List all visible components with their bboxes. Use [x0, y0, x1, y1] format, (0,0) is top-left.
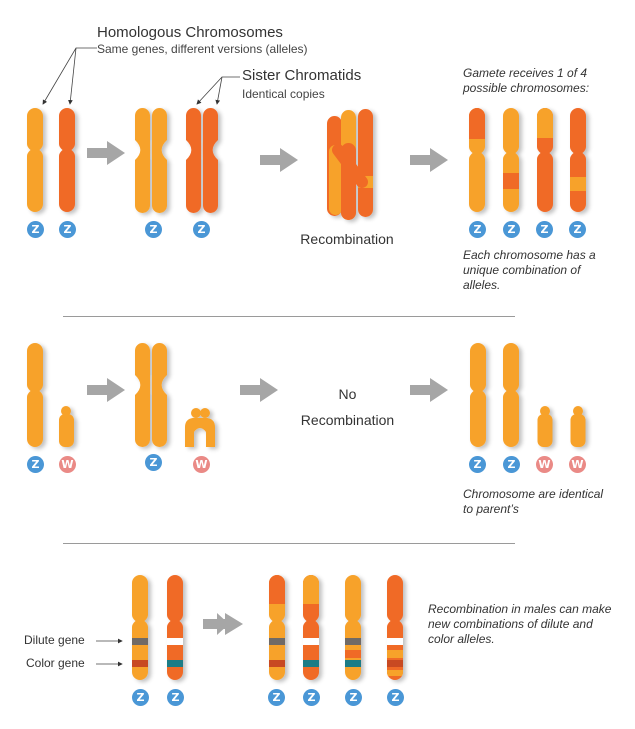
z-badge: Z — [167, 689, 184, 706]
arrow-right-icon — [260, 148, 298, 172]
color-allele-band — [132, 660, 148, 667]
w-chromosome — [570, 406, 586, 447]
allele-band — [345, 650, 361, 658]
z-badge: Z — [387, 689, 404, 706]
z-badge: Z — [469, 456, 486, 473]
z-badge: Z — [303, 689, 320, 706]
allele-band — [303, 575, 319, 604]
z-badge: Z — [27, 221, 44, 238]
allele-band — [303, 660, 319, 667]
w-badge: W — [569, 456, 586, 473]
w-badge: W — [59, 456, 76, 473]
recombination-label: Recombination — [300, 231, 394, 247]
unique-combination-note: Each chromosome has a unique combination… — [463, 248, 596, 292]
z-badge: Z — [469, 221, 486, 238]
allele-band — [303, 638, 319, 645]
z-badge: Z — [345, 689, 362, 706]
sister-chromatids-subtitle: Identical copies — [242, 87, 325, 101]
z-chromosome — [503, 343, 519, 447]
gamete-chromosome — [469, 108, 485, 212]
w-badge: W — [193, 456, 210, 473]
z-badge: Z — [536, 221, 553, 238]
gamete-chromosome — [570, 108, 586, 212]
parent-chromosome-orange — [167, 575, 183, 680]
color-allele-band — [167, 660, 183, 667]
w-chromosome — [537, 406, 553, 447]
homologous-chromosome-orange — [59, 108, 75, 212]
dilute-gene-label: Dilute gene — [24, 633, 85, 647]
identical-note: Chromosome are identical to parent’s — [463, 487, 604, 516]
sister-chromatids-title: Sister Chromatids — [242, 67, 362, 84]
sister-chromatids-yellow — [135, 108, 167, 214]
z-badge: Z — [59, 221, 76, 238]
section-divider — [63, 543, 515, 544]
homologous-leader-lines — [42, 47, 97, 105]
allele-band — [269, 638, 285, 645]
allele-band — [387, 650, 403, 658]
z-sister-chromatids — [135, 343, 167, 448]
males-recombination-note: Recombination in males can make new comb… — [428, 602, 612, 646]
allele-band — [345, 638, 361, 645]
allele-band — [503, 173, 519, 189]
z-badge: Z — [27, 456, 44, 473]
no-recombination-line2: Recombination — [300, 412, 395, 428]
z-badge: Z — [569, 221, 586, 238]
double-arrow-right-icon — [203, 613, 243, 635]
allele-band — [269, 575, 285, 604]
w-sister-chromatids — [185, 408, 215, 447]
homologous-chromosome-yellow — [27, 108, 43, 212]
arrow-right-icon — [410, 378, 448, 402]
z-badge: Z — [503, 221, 520, 238]
z-chromosome — [470, 343, 486, 447]
z-badge: Z — [145, 221, 162, 238]
allele-band — [387, 638, 403, 645]
section-divider — [63, 316, 515, 317]
arrow-right-icon — [87, 378, 125, 402]
recombinant-chromosome — [387, 575, 403, 680]
z-badge: Z — [268, 689, 285, 706]
allele-band — [387, 670, 403, 676]
sister-chromatids-orange — [186, 108, 218, 214]
recombinant-chromosome — [345, 575, 361, 680]
z-badge: Z — [193, 221, 210, 238]
sister-leader-lines — [196, 76, 240, 105]
allele-band — [387, 660, 403, 667]
z-badge: Z — [132, 689, 149, 706]
no-recombination-line1: No — [338, 386, 357, 402]
arrow-right-icon — [87, 141, 125, 165]
gene-leader-lines — [96, 638, 123, 667]
arrow-right-icon — [410, 148, 448, 172]
allele-band — [537, 108, 553, 138]
gamete-chromosome — [537, 108, 553, 212]
color-gene-label: Color gene — [26, 656, 85, 670]
recombinant-chromosome — [269, 575, 285, 680]
allele-band — [269, 660, 285, 667]
z-badge: Z — [145, 454, 162, 471]
z-badge: Z — [503, 456, 520, 473]
gamete-note: Gamete receives 1 of 4 possible chromoso… — [463, 66, 590, 95]
allele-band — [345, 660, 361, 667]
recombination-chromosomes — [327, 109, 373, 220]
arrow-right-icon — [240, 378, 278, 402]
dilute-allele-band — [132, 638, 148, 645]
homologous-chromosomes-subtitle: Same genes, different versions (alleles) — [97, 42, 308, 56]
allele-band — [570, 177, 586, 191]
homologous-chromosomes-title: Homologous Chromosomes — [97, 24, 283, 41]
z-chromosome — [27, 343, 43, 447]
allele-band — [469, 108, 485, 139]
recombinant-chromosome — [303, 575, 319, 680]
w-badge: W — [536, 456, 553, 473]
parent-chromosome-yellow — [132, 575, 148, 680]
w-chromosome — [59, 406, 74, 447]
dilute-allele-band — [167, 638, 183, 645]
gamete-chromosome — [503, 108, 519, 212]
